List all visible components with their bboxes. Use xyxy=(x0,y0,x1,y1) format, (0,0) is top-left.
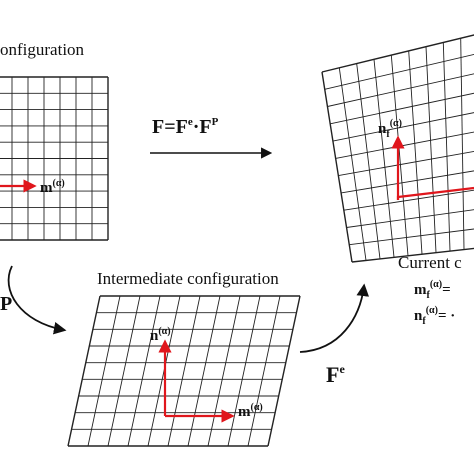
reference-grid xyxy=(0,76,109,241)
current-grid-hline xyxy=(324,53,474,90)
intermediate-grid-vline xyxy=(207,295,241,447)
intermediate-m-label: m(α) xyxy=(238,402,263,420)
reference-configuration: onfiguration m(α) xyxy=(0,40,109,241)
current-grid-vline xyxy=(408,50,423,255)
intermediate-grid-vline xyxy=(127,295,161,447)
current-grid-hline xyxy=(351,247,474,263)
current-grid-hline xyxy=(330,92,474,125)
intermediate-grid-vline xyxy=(187,295,221,447)
current-configuration: nf(α) Current c mf(α)= nf(α)= · xyxy=(321,34,474,327)
intermediate-grid-vline xyxy=(227,295,261,447)
current-title: Current c xyxy=(398,253,462,272)
current-grid-hline xyxy=(343,189,474,211)
intermediate-grid xyxy=(67,295,301,447)
current-grid-hline xyxy=(349,228,474,246)
reference-m-label: m(α) xyxy=(40,178,65,196)
top-map-formula: F=Fe·FP xyxy=(152,116,219,138)
plastic-map-label: P xyxy=(0,293,12,315)
top-mapping: F=Fe·FP xyxy=(150,116,273,159)
current-eq-n: nf(α)= · xyxy=(414,305,455,327)
current-n-label: nf(α) xyxy=(378,118,402,140)
elastic-map-arrow xyxy=(299,283,369,353)
intermediate-grid-vline xyxy=(247,295,281,447)
current-grid-vline xyxy=(373,59,395,258)
current-grid-hline xyxy=(332,112,474,142)
current-grid-hline xyxy=(327,73,474,107)
current-grid-vline xyxy=(460,38,465,250)
intermediate-grid-vline xyxy=(167,295,201,447)
current-eq-m: mf(α)= xyxy=(414,279,451,301)
reference-m-base: m xyxy=(40,180,53,196)
current-grid-vline xyxy=(390,55,409,256)
current-grid-vline xyxy=(338,67,367,261)
current-grid-hline xyxy=(335,131,474,159)
intermediate-grid-vline xyxy=(87,295,121,447)
current-grid-vline xyxy=(321,71,353,263)
intermediate-grid-vline xyxy=(107,295,141,447)
intermediate-title: Intermediate configuration xyxy=(97,269,279,288)
current-grid-vline xyxy=(356,63,381,259)
plastic-mapping: P xyxy=(0,265,67,335)
reference-title: onfiguration xyxy=(0,40,85,59)
current-grid-hline xyxy=(338,150,474,177)
reference-m-sup: (α) xyxy=(53,178,65,189)
current-grid-vline xyxy=(425,46,437,253)
current-grid-vline xyxy=(442,42,451,252)
current-grid xyxy=(321,34,474,263)
intermediate-n-label: n(α) xyxy=(150,326,171,344)
current-grid-hline xyxy=(341,170,474,194)
current-m-vector xyxy=(396,186,474,200)
intermediate-configuration: Intermediate configuration n(α) m(α) xyxy=(67,269,301,447)
current-grid-hline xyxy=(321,34,474,73)
intermediate-grid-vline xyxy=(267,295,301,447)
elastic-mapping: Fe xyxy=(299,283,369,387)
plastic-map-arrow xyxy=(7,265,67,335)
current-grid-hline xyxy=(346,209,474,228)
intermediate-grid-vline xyxy=(67,295,101,447)
elastic-map-label: Fe xyxy=(326,362,345,387)
